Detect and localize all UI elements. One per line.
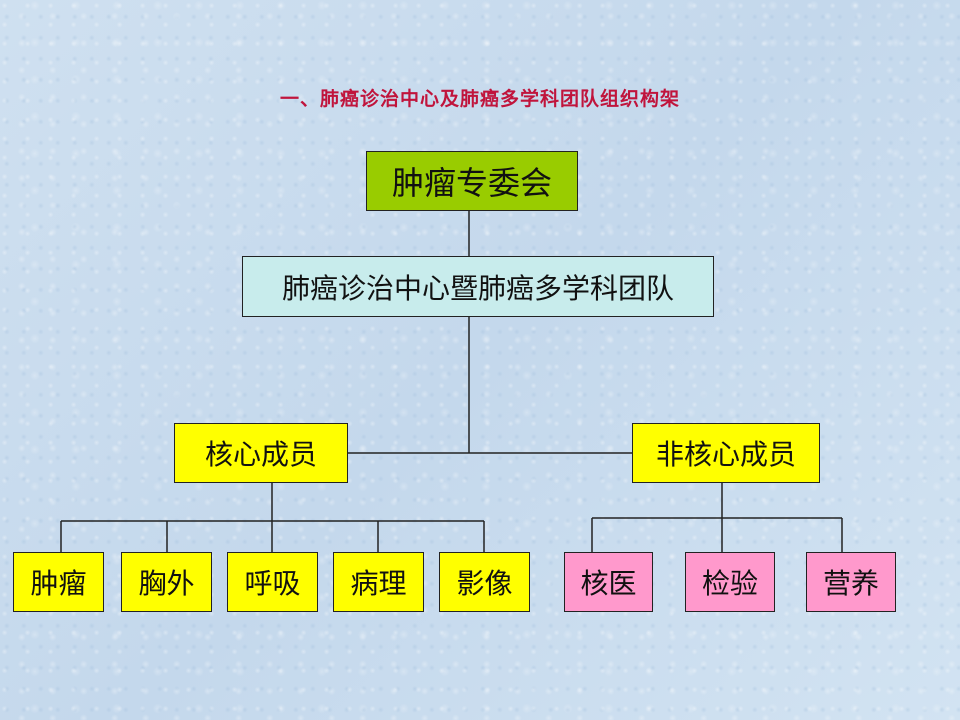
core-member-pathology: 病理 [333,552,424,612]
core-label: 核心成员 [204,438,317,471]
noncore-member-label: 营养 [822,567,879,600]
core-member-thoracic-surgery: 胸外 [121,552,212,612]
core-members-node: 核心成员 [174,423,348,483]
core-member-respiratory: 呼吸 [227,552,318,612]
noncore-label: 非核心成员 [655,438,796,471]
committee-label: 肿瘤专委会 [391,164,552,202]
noncore-member-label: 检验 [701,567,758,600]
core-member-label: 肿瘤 [30,567,87,600]
noncore-member-label: 核医 [580,567,637,600]
noncore-members-node: 非核心成员 [632,423,820,483]
noncore-member-laboratory: 检验 [685,552,775,612]
committee-node: 肿瘤专委会 [366,151,578,211]
noncore-member-nuclear-medicine: 核医 [564,552,653,612]
core-member-label: 呼吸 [244,567,301,600]
center-label: 肺癌诊治中心暨肺癌多学科团队 [281,271,674,305]
core-member-label: 影像 [456,567,513,600]
center-node: 肺癌诊治中心暨肺癌多学科团队 [242,256,714,317]
core-member-label: 病理 [350,567,407,600]
core-member-oncology: 肿瘤 [13,552,104,612]
noncore-member-nutrition: 营养 [806,552,896,612]
page-title: 一、肺癌诊治中心及肺癌多学科团队组织构架 [279,88,680,110]
core-member-imaging: 影像 [439,552,530,612]
core-member-label: 胸外 [138,567,195,600]
